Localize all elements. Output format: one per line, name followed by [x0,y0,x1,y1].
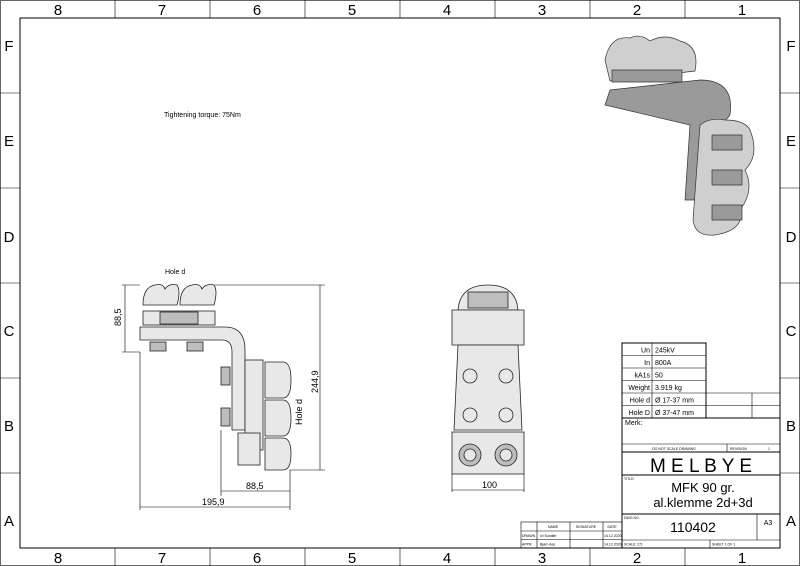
spec-value-in: 800A [655,360,672,367]
front-view: 100 [451,284,525,492]
dwg-no: 110402 [670,519,716,535]
approved-date: 14.12.2020 [604,543,622,547]
spec-label-hole-d: Hole d [630,398,650,405]
spec-value-ka1s: 50 [655,373,663,380]
row-label: C [4,323,15,340]
column-label: 4 [443,2,451,19]
header-name: NAME [548,525,559,529]
column-label: 4 [443,550,451,566]
column-labels-bottom: 8 7 6 5 4 3 2 1 [54,550,746,566]
spec-label-weight: Weight [628,385,650,392]
column-label: 8 [54,550,62,566]
column-label: 1 [738,550,746,566]
row-label: B [4,418,14,435]
header-date: DATE [607,525,617,529]
header-signature: SIGNATURE [576,525,597,529]
spec-value-hole-d: Ø 17-37 mm [655,398,694,405]
spec-value-un: 245kV [655,348,675,355]
signoff-table: NAME SIGNATURE DATE DRAWN Ivi Sundler 14… [520,521,623,549]
dwg-no-label: DWG NO. [624,516,640,520]
hole-d-label-side: Hole d [294,399,304,425]
spec-value-weight: 3.919 kg [655,385,682,392]
row-label: A [4,513,14,530]
row-label: A [786,513,796,530]
row-label: E [4,133,14,150]
tightening-torque-note: Tightening torque: 75Nm [164,112,241,119]
row-label: C [786,323,797,340]
column-labels-top: 8 7 6 5 4 3 2 1 [54,2,746,19]
hole-d-label-top: Hole d [165,269,185,276]
dim-width-lower: 88,5 [246,481,264,491]
do-not-scale: DO NOT SCALE DRAWING [652,447,696,451]
sheet-count: SHEET 1 OF 1 [712,543,735,547]
row-label: B [786,418,796,435]
spec-label-hole-D: Hole D [629,410,650,417]
column-label: 5 [348,550,356,566]
dim-height-total: 244,9 [310,370,320,393]
spec-label-ka1s: kA1s [634,373,650,380]
column-label: 1 [738,2,746,19]
row-labels-left: F E D C B A [4,38,15,530]
drawn-name: Ivi Sundler [540,534,557,538]
company-name: M E L B Y E [650,456,752,477]
dim-width-front: 100 [482,480,497,490]
scale: SCALE: 2:5 [624,543,642,547]
row-label: E [786,133,796,150]
side-view: Hole d 88,5 244,9 Hole d 88,5 195,9 [113,269,325,510]
row-label: F [4,38,13,55]
revision-value: 1 [768,447,770,451]
column-label: 3 [538,550,546,566]
column-label: 6 [253,550,261,566]
spec-label-in: In [644,360,650,367]
sheet-size: A3 [764,520,773,527]
approved-role: APPR. [522,543,533,547]
isometric-view [604,35,755,236]
column-label: 5 [348,2,356,19]
row-label: D [4,229,15,246]
drawn-role: DRAWN [522,534,536,538]
row-labels-right: F E D C B A [786,38,797,530]
column-label: 3 [538,2,546,19]
spec-value-hole-D: Ø 37-47 mm [655,410,694,417]
column-label: 8 [54,2,62,19]
column-label: 7 [158,2,166,19]
row-label: F [786,38,795,55]
column-label: 2 [633,550,641,566]
column-label: 7 [158,550,166,566]
dim-width-total: 195,9 [202,497,225,507]
spec-label-un: Un [641,348,650,355]
title-label: TITLE: [624,477,635,481]
row-label: D [786,229,797,246]
approved-name: Bjørn Aas [540,543,555,547]
column-label: 2 [633,2,641,19]
title-block: Merk: DO NOT SCALE DRAWING REVISION 1 M … [621,417,781,549]
dim-height-top: 88,5 [113,308,123,326]
title-line-1: MFK 90 gr. [671,480,735,495]
revision-label: REVISION [730,447,747,451]
mark-label: Merk: [625,420,643,427]
spec-table: Un 245kV In 800A kA1s 50 Weight 3.919 kg… [621,342,780,419]
column-label: 6 [253,2,261,19]
drawn-date: 14.12.2020 [604,534,622,538]
title-line-2: al.klemme 2d+3d [653,495,752,510]
